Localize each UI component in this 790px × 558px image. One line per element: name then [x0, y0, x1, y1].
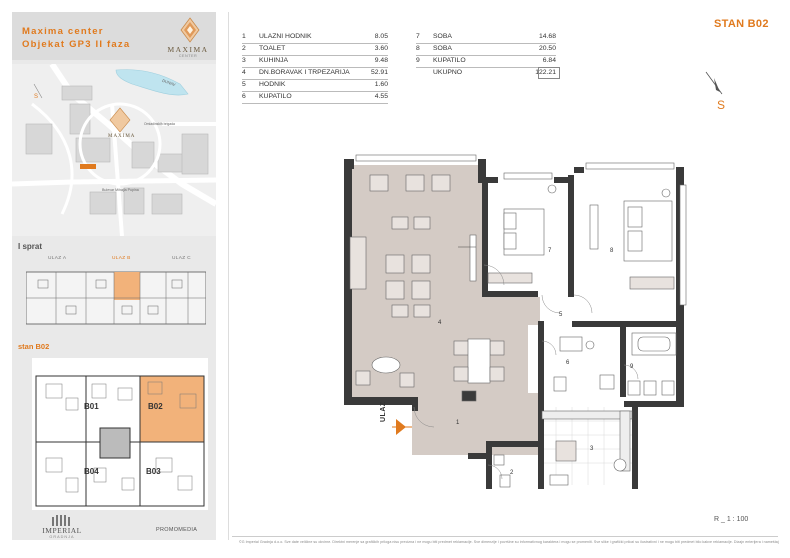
logo-subtitle: CENTER — [178, 54, 198, 58]
entrance-label: ULAZ — [380, 401, 387, 422]
scale-label: R _ 1 : 100 — [714, 516, 749, 523]
logo-name: MAXIMA — [167, 45, 209, 54]
plan-label-7: 7 — [548, 248, 552, 254]
footer-divider — [232, 536, 778, 537]
floor-strip-plan — [26, 271, 206, 325]
entrance-c-label[interactable]: ULAZ C — [172, 256, 191, 261]
developer-subtitle: GRADNJA — [49, 535, 75, 539]
unit-b02-highlight — [140, 376, 204, 442]
imperial-logo-icon — [52, 515, 70, 526]
unit-label-b02: B02 — [148, 402, 163, 411]
disclaimer-footer: ©G Imperial Gradnja d.o.o. Sve date veli… — [239, 540, 779, 544]
total-area: 122.21 — [535, 69, 556, 76]
unit-label-b04: B04 — [84, 467, 99, 476]
developer-name: IMPERIAL — [42, 526, 82, 535]
panel-divider — [228, 12, 229, 540]
entrance-a-label[interactable]: ULAZ A — [48, 256, 67, 261]
unit-plan-title: stan B02 — [18, 342, 50, 351]
map-street-mid: Bulevar Mihajla Pupina — [102, 188, 139, 192]
strip-highlight — [114, 272, 140, 300]
plan-label-1: 1 — [456, 420, 460, 426]
map-south-marker: S — [34, 94, 39, 100]
maxima-logo-icon — [180, 17, 200, 43]
plan-label-4: 4 — [438, 320, 442, 326]
map-badge-label: MAXIMA — [108, 134, 136, 139]
agency-name: PROMOMEDIA — [156, 527, 198, 533]
compass-label: S — [717, 98, 726, 112]
plan-label-6: 6 — [566, 360, 570, 366]
floor-title: I sprat — [18, 242, 43, 251]
project-panel: Maxima center Objekat GP3 II faza MAXIMA… — [12, 12, 216, 540]
total-box — [538, 67, 560, 79]
project-header — [12, 12, 216, 60]
project-name: Maxima center — [22, 26, 104, 37]
room-table-right: 7 SOBA 14.68 8 SOBA 20.50 9 KUPATILO 6.8… — [416, 33, 560, 83]
location-map: MAXIMA DUNAV Bulevar Mihajla Pupina Omla… — [12, 64, 216, 236]
entrance-b-label[interactable]: ULAZ B — [112, 256, 131, 261]
unit-floor-plan — [32, 358, 208, 510]
apartment-title: STAN B02 — [714, 18, 769, 30]
unit-label-b01: B01 — [84, 402, 99, 411]
total-label: UKUPNO — [433, 69, 463, 76]
plan-label-8: 8 — [610, 248, 614, 254]
apartment-floor-plan — [344, 154, 687, 489]
location-map-drawing — [12, 64, 216, 236]
compass-icon — [705, 71, 723, 95]
plan-label-2: 2 — [510, 470, 514, 476]
plan-label-3: 3 — [590, 446, 594, 452]
unit-label-b03: B03 — [146, 467, 161, 476]
map-street-right: Omladinskih brigada — [144, 122, 175, 126]
room-table-left: 1 ULAZNI HODNIK 8.05 2 TOALET 3.60 3 KUH… — [242, 33, 388, 105]
project-building: Objekat GP3 II faza — [22, 39, 131, 50]
plan-label-5: 5 — [559, 312, 563, 318]
plan-label-9: 9 — [630, 364, 634, 370]
